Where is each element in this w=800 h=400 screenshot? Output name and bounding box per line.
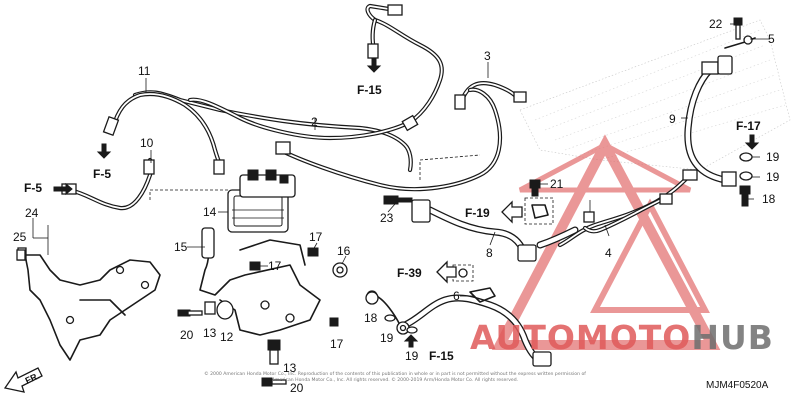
ref-f5-mid: F-5 [93, 167, 111, 181]
bracket-line-a [149, 189, 228, 200]
callout-12: 12 [220, 330, 234, 344]
callout-15: 15 [174, 240, 188, 254]
callout-10: 10 [140, 136, 154, 150]
brake-hose-9 [684, 55, 737, 187]
callout-17-middle: 17 [268, 259, 282, 273]
callout-24: 24 [25, 206, 39, 220]
reference-arrow-icon [53, 57, 760, 348]
brake-pipe-11 [102, 91, 225, 175]
callout-17-upper: 17 [309, 230, 323, 244]
watermark-text: AUTOMOTOHUB [470, 318, 774, 357]
ref-f15-bottom: F-15 [429, 349, 454, 363]
callout-11: 11 [138, 64, 151, 78]
mounting-bracket-15 [199, 227, 321, 336]
watermark-main: AUTOMOTO [470, 318, 692, 357]
copyright-notice: © 2000 American Honda Motor Co., Inc. Re… [204, 372, 586, 383]
callout-8: 8 [486, 246, 493, 260]
callout-13-lower: 13 [283, 361, 297, 375]
callout-labels: 2 3 4 5 6 8 9 10 11 12 13 13 14 15 16 17… [13, 17, 780, 395]
brake-pipe-3 [275, 81, 527, 192]
brake-pipe-top [187, 3, 444, 141]
callout-22: 22 [709, 17, 723, 31]
watermark-accent: HUB [691, 318, 774, 357]
callout-20-upper: 20 [180, 328, 194, 342]
brake-pipe-4 [557, 169, 698, 248]
mounting-bracket-24 [17, 247, 161, 361]
callout-21: 21 [550, 177, 564, 191]
frame-silhouette [519, 19, 791, 171]
callout-5: 5 [768, 32, 775, 46]
callout-4: 4 [605, 246, 612, 260]
callout-19-upper: 19 [766, 150, 780, 164]
ref-f19: F-19 [465, 206, 490, 220]
callout-19-bottom-right: 19 [405, 349, 419, 363]
callout-23: 23 [380, 211, 394, 225]
callout-9: 9 [669, 112, 676, 126]
watermark-triangle-logo-icon [491, 134, 721, 350]
callout-20-lower: 20 [290, 381, 304, 395]
front-direction-arrow-icon [3, 367, 43, 393]
leader-lines [32, 23, 770, 297]
callout-19-bottom-left: 19 [380, 331, 394, 345]
ref-f15-top: F-15 [357, 83, 382, 97]
callout-14: 14 [203, 205, 217, 219]
callout-6: 6 [453, 289, 460, 303]
ref-f39: F-39 [397, 266, 422, 280]
callout-17-lower: 17 [330, 337, 344, 351]
ref-f5-left: F-5 [24, 181, 42, 195]
abs-modulator-14 [227, 169, 296, 233]
callout-16: 16 [337, 244, 351, 258]
reference-labels: F-15 F-5 F-5 F-17 F-19 F-39 F-15 [24, 83, 761, 363]
callout-25: 25 [13, 230, 27, 244]
callout-18-right: 18 [762, 192, 776, 206]
callout-19-lower: 19 [766, 170, 780, 184]
diagram-code: MJM4F0520A [706, 380, 769, 391]
callout-2: 2 [311, 115, 318, 129]
bracket-line-b [419, 154, 481, 180]
ref-f17: F-17 [736, 119, 761, 133]
callout-18-bottom: 18 [364, 311, 378, 325]
callout-13-upper: 13 [203, 326, 217, 340]
brake-hose-bottom [366, 290, 552, 367]
callout-3: 3 [484, 49, 491, 63]
